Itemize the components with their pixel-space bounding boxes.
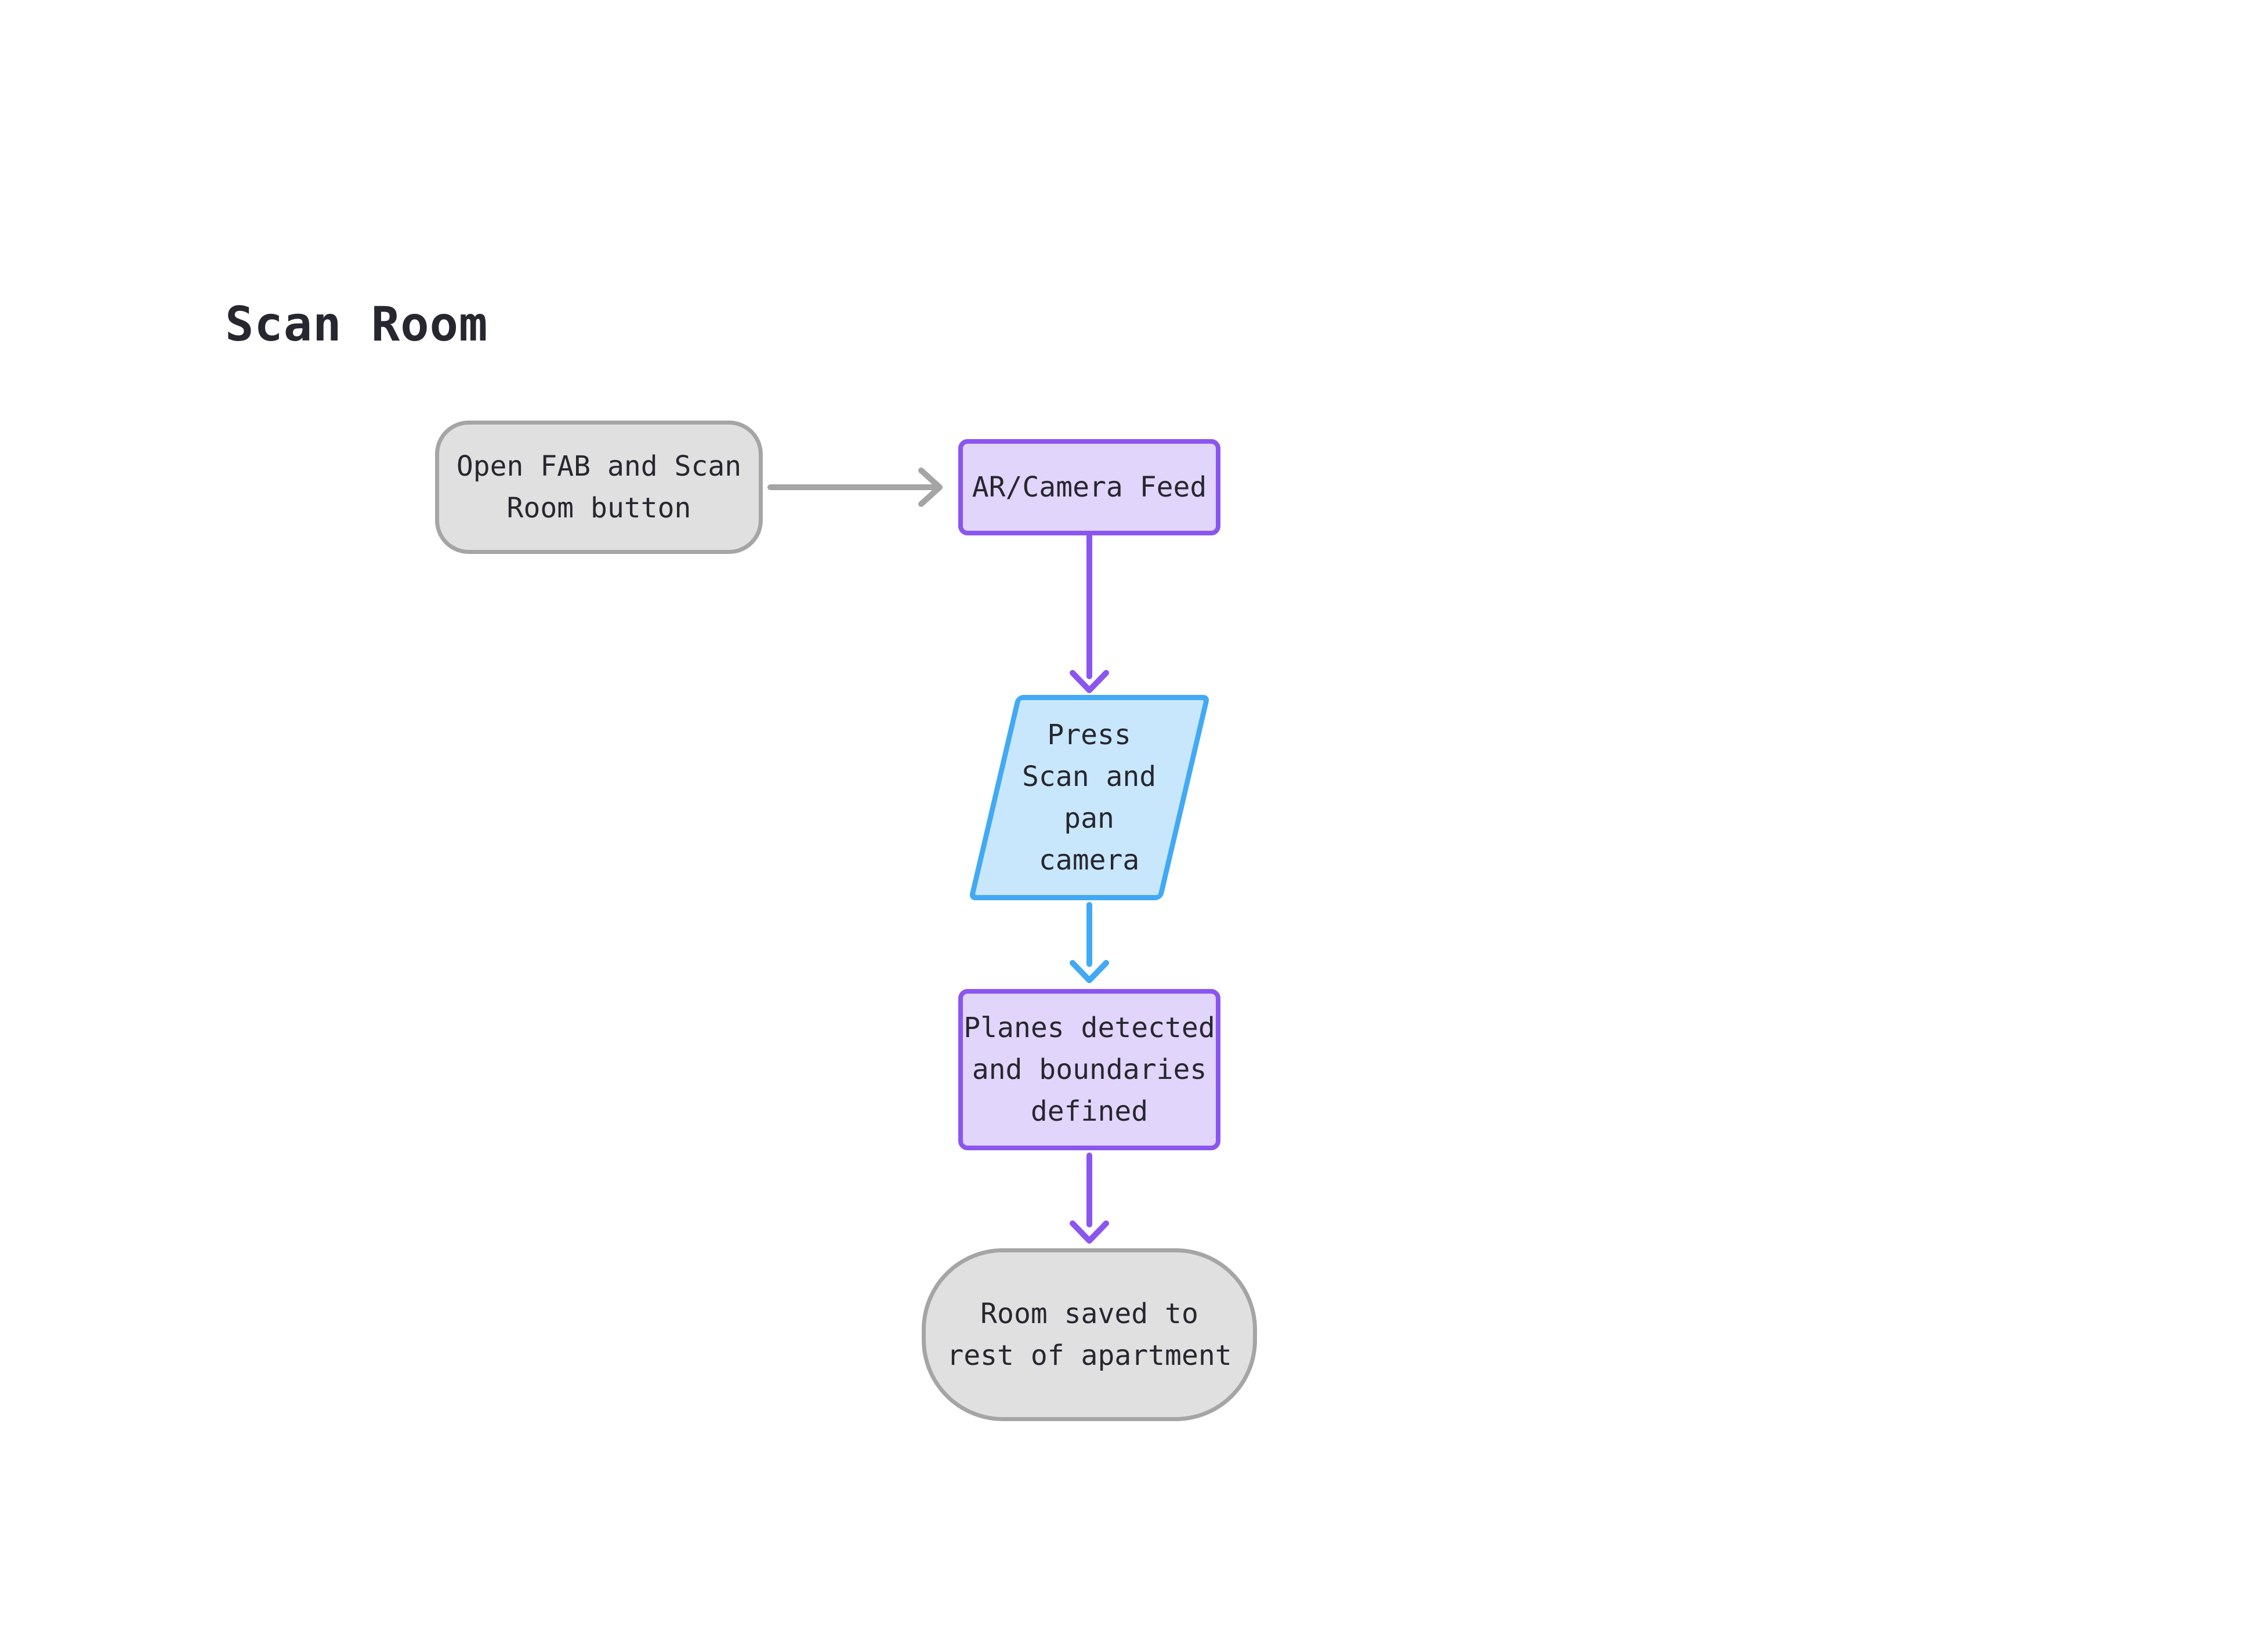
- node-label: Press Scan and pan camera: [1022, 719, 1157, 876]
- node-label: Open FAB and Scan Room button: [456, 450, 742, 524]
- arrowhead-icon: [1070, 670, 1109, 693]
- node-planes-detected-boundaries-defined: Planes detected and boundaries defined: [958, 989, 1220, 1150]
- node-label: AR/Camera Feed: [972, 471, 1207, 503]
- node-open-fab-scan-room-button: Open FAB and Scan Room button: [435, 421, 763, 554]
- arrowhead-icon: [1070, 1220, 1109, 1244]
- arrowhead-icon: [1070, 960, 1109, 983]
- edge-planes-to-room-saved: [1070, 1153, 1109, 1244]
- node-ar-camera-feed: AR/Camera Feed: [958, 439, 1220, 535]
- node-label: Planes detected and boundaries defined: [963, 1012, 1215, 1128]
- edge-ar-feed-to-press-scan: [1070, 533, 1109, 693]
- node-press-scan-and-pan-camera: Press Scan and pan camera: [968, 695, 1211, 900]
- diagram-title: Scan Room: [225, 297, 488, 352]
- node-room-saved-to-rest-of-apartment: Room saved to rest of apartment: [922, 1248, 1257, 1421]
- arrowhead-icon: [918, 468, 943, 507]
- edge-open-fab-to-ar-feed: [767, 468, 943, 507]
- node-label: Room saved to rest of apartment: [947, 1298, 1232, 1372]
- edge-press-scan-to-planes: [1070, 902, 1109, 983]
